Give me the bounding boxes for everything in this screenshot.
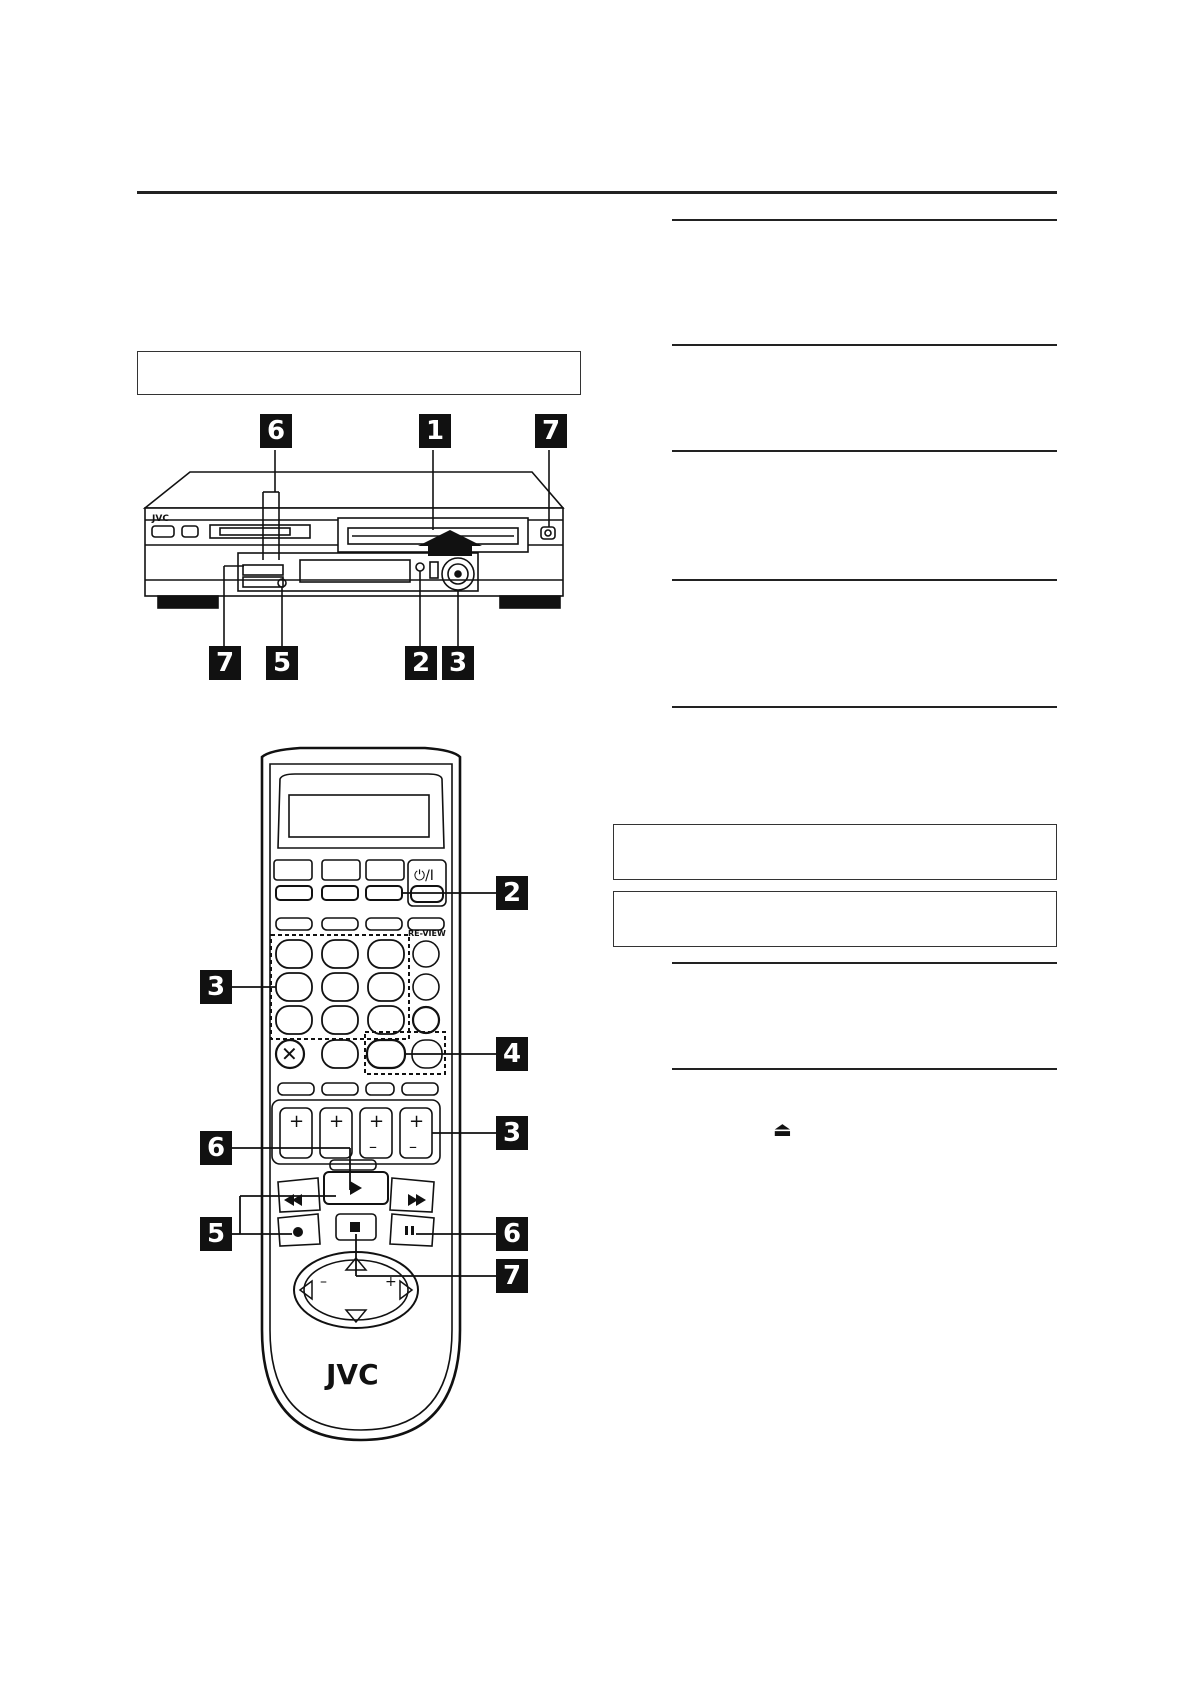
step-rule-2 xyxy=(672,344,1057,346)
callout-badge-vcr-1: 1 xyxy=(419,414,451,448)
svg-text:+: + xyxy=(369,1111,384,1132)
callout-badge-remote-2: 2 xyxy=(496,876,528,910)
eject-icon: ⏏ xyxy=(773,1117,792,1141)
callout-badge-remote-6-right: 6 xyxy=(496,1217,528,1251)
svg-text:JVC: JVC xyxy=(151,514,169,524)
svg-text:⏻/I: ⏻/I xyxy=(414,868,434,884)
svg-text:✕: ✕ xyxy=(281,1042,298,1066)
callout-badge-vcr-7-top: 7 xyxy=(535,414,567,448)
svg-text:+: + xyxy=(289,1111,304,1132)
callout-badge-remote-7: 7 xyxy=(496,1259,528,1293)
callout-badge-vcr-2: 2 xyxy=(405,646,437,680)
svg-text:–: – xyxy=(409,1137,417,1156)
step-rule-1 xyxy=(672,219,1057,221)
svg-text:+: + xyxy=(409,1111,424,1132)
note-box-2 xyxy=(613,891,1057,947)
callout-badge-remote-5: 5 xyxy=(200,1217,232,1251)
section-heading-box xyxy=(137,351,581,395)
svg-text:–: – xyxy=(320,1274,327,1290)
svg-text:JVC: JVC xyxy=(324,1358,379,1391)
step-rule-5 xyxy=(672,706,1057,708)
svg-text:+: + xyxy=(385,1274,397,1290)
callout-badge-remote-6-left: 6 xyxy=(200,1131,232,1165)
step-rule-4 xyxy=(672,579,1057,581)
callout-badge-remote-3-right: 3 xyxy=(496,1116,528,1150)
svg-text:+: + xyxy=(329,1111,344,1132)
callout-badge-remote-3-left: 3 xyxy=(200,970,232,1004)
callout-badge-vcr-6: 6 xyxy=(260,414,292,448)
callout-badge-remote-4: 4 xyxy=(496,1037,528,1071)
callout-badge-vcr-3: 3 xyxy=(442,646,474,680)
svg-text:–: – xyxy=(369,1137,377,1156)
note-box-1 xyxy=(613,824,1057,880)
svg-text:RE-VIEW: RE-VIEW xyxy=(408,929,446,938)
callout-badge-vcr-5: 5 xyxy=(266,646,298,680)
callout-badge-vcr-7-bottom: 7 xyxy=(209,646,241,680)
header-rule xyxy=(137,191,1057,194)
step-rule-3 xyxy=(672,450,1057,452)
step-rule-7 xyxy=(672,1068,1057,1070)
step-rule-6 xyxy=(672,962,1057,964)
